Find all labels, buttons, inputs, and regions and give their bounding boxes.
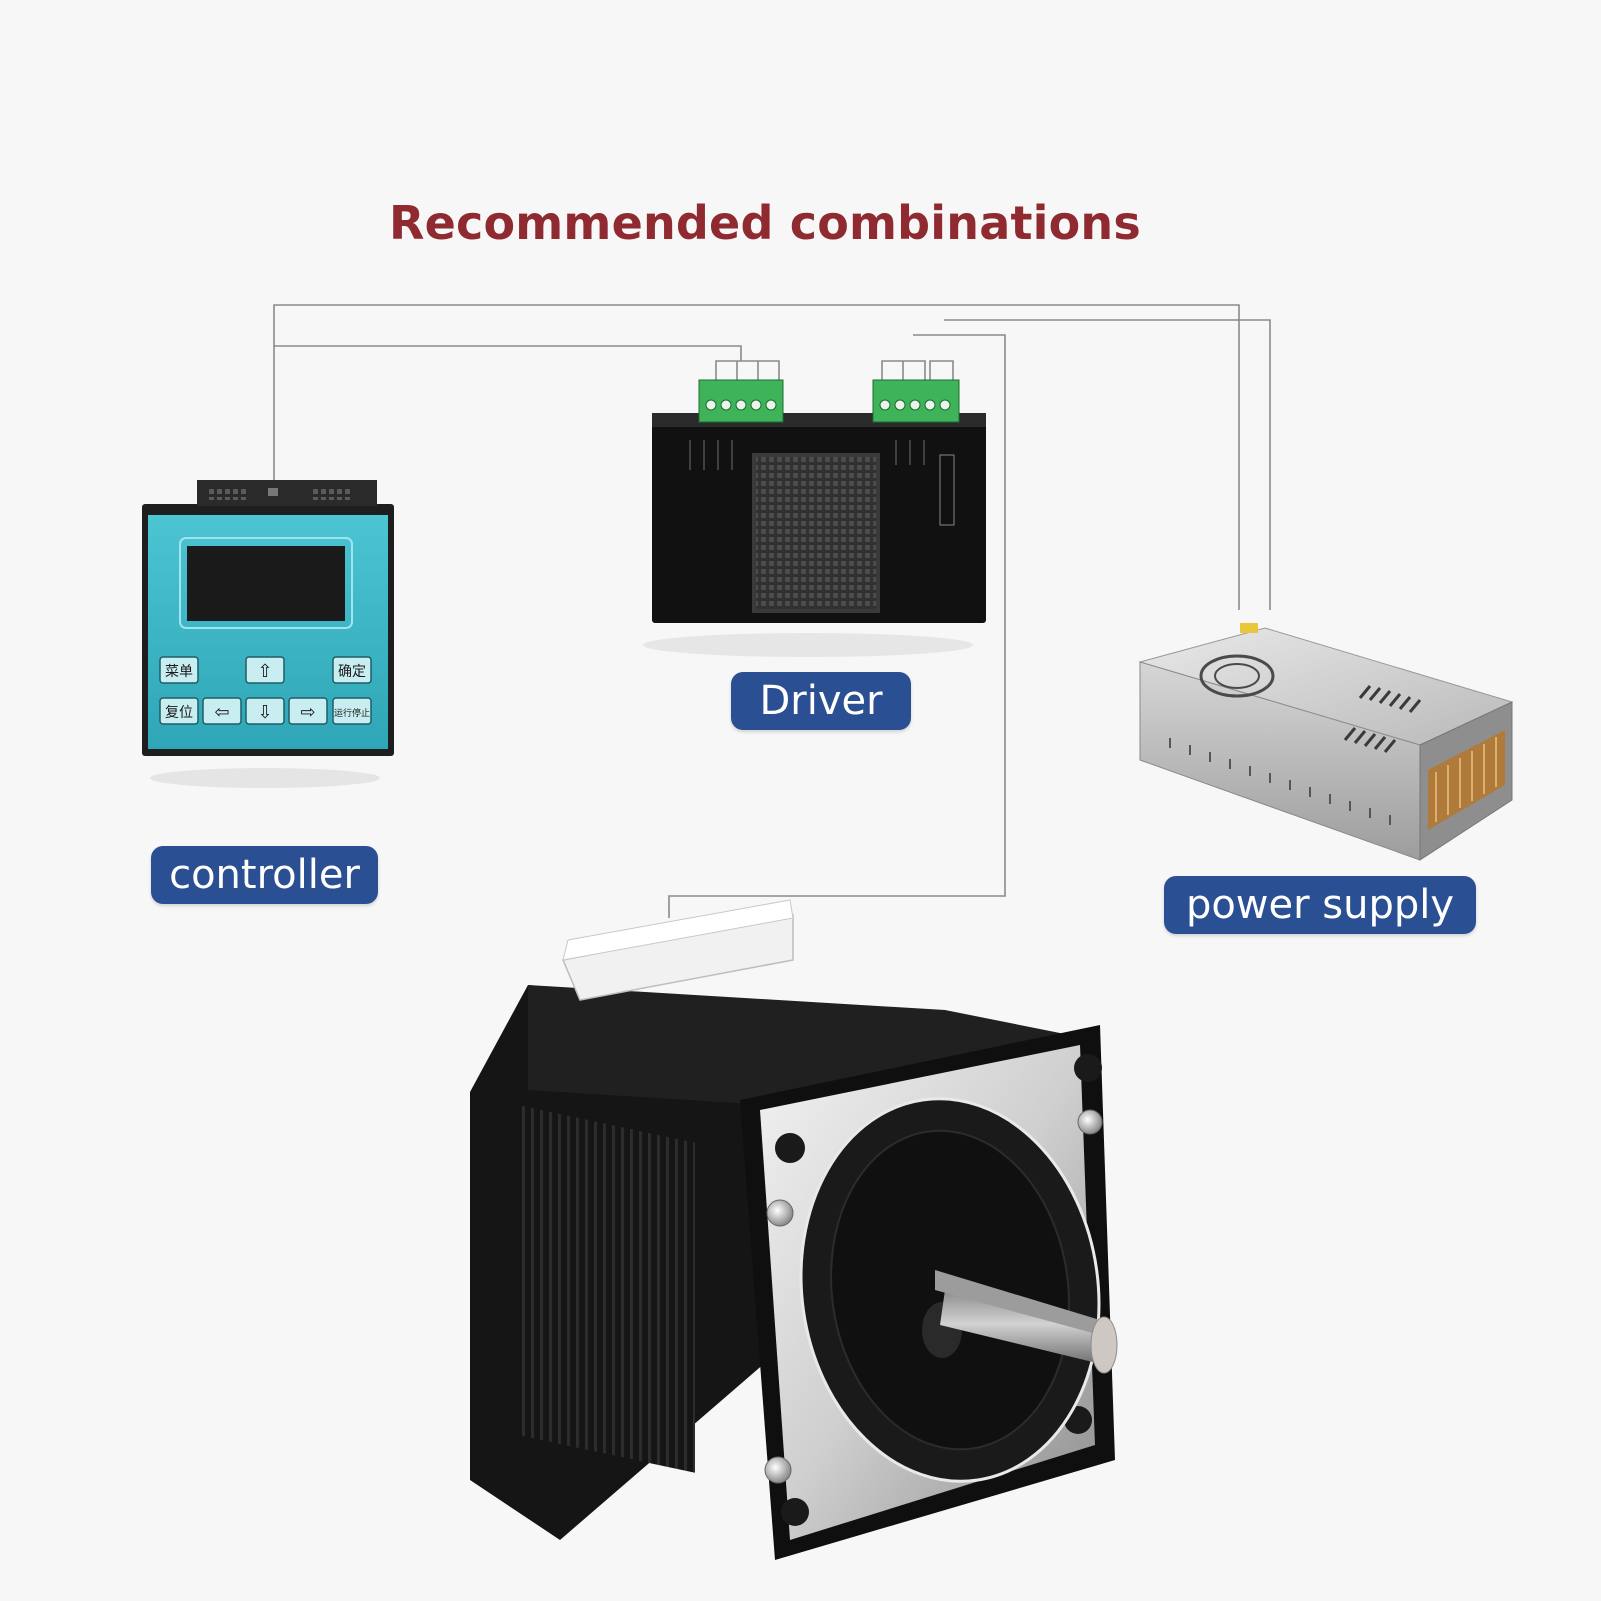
driver-label: Driver: [731, 672, 911, 730]
run-stop-key-label: 运行停止: [334, 707, 370, 719]
wire-controller-to-power: [273, 304, 1240, 610]
confirm-key-label: 确定: [338, 664, 366, 680]
left-arrow-icon: ⇦: [214, 702, 229, 723]
power-supply-device: [1138, 623, 1514, 861]
driver-device: [643, 379, 986, 657]
page-title: Recommended combinations: [389, 196, 1141, 250]
wiring: [273, 304, 1271, 918]
down-arrow-icon: ⇩: [257, 702, 272, 723]
right-arrow-icon: ⇨: [300, 702, 315, 723]
up-arrow-icon: ⇧: [257, 661, 272, 682]
stepper-motor: [470, 899, 1118, 1560]
wire-controller-to-driver: [274, 345, 742, 361]
wire-driver-power-input: [944, 319, 1271, 610]
reset-key-label: 复位: [165, 704, 193, 721]
controller-keypad: 菜单 ⇧ 确定 复位 ⇦ ⇩ ⇨ 运行停止: [159, 656, 372, 725]
controller-device: 菜单 ⇧ 确定 复位 ⇦ ⇩ ⇨ 运行停止: [142, 480, 394, 788]
driver-input-ticks: [715, 360, 780, 384]
power-supply-label: power supply: [1164, 876, 1476, 934]
wire-driver-to-motor: [668, 334, 1006, 918]
controller-label: controller: [151, 846, 378, 904]
menu-key-label: 菜单: [165, 664, 193, 680]
